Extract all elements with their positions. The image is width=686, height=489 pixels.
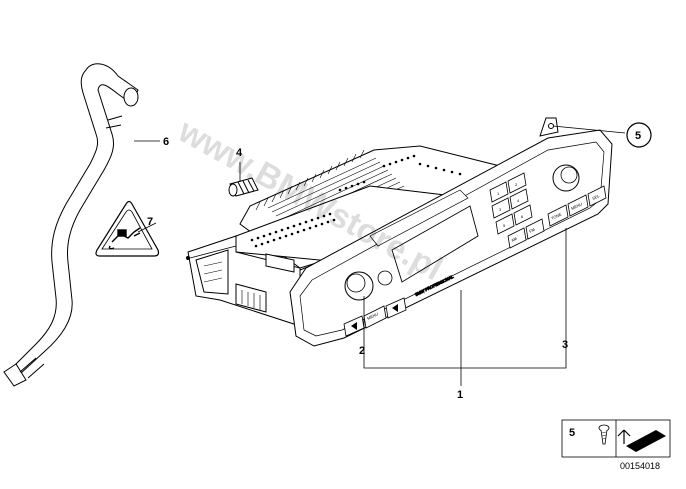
leader-7 bbox=[137, 222, 157, 233]
sel-button[interactable]: SEL bbox=[587, 185, 607, 207]
leader-5 bbox=[552, 125, 626, 134]
menu-right-label: MENU bbox=[570, 201, 583, 211]
preset-3-label: 3 bbox=[499, 207, 502, 212]
warning-label bbox=[95, 200, 160, 257]
tone-label: TONE bbox=[550, 211, 562, 220]
seek-right-button[interactable] bbox=[385, 297, 407, 319]
callout-5-circled: 5 bbox=[626, 122, 652, 148]
connector-piece bbox=[228, 177, 259, 197]
callout-2: 2 bbox=[359, 345, 365, 357]
arrow-right-icon bbox=[392, 304, 398, 312]
tone-button[interactable]: TONE bbox=[547, 204, 569, 227]
preset-1-button[interactable]: 1 bbox=[489, 181, 509, 203]
leader-lines bbox=[134, 125, 626, 386]
fm-label: FM bbox=[528, 227, 535, 234]
callout-7: 7 bbox=[147, 216, 153, 228]
display-window bbox=[391, 205, 479, 283]
preset-2-button[interactable]: 2 bbox=[507, 172, 527, 194]
preset-4-label: 4 bbox=[517, 198, 520, 203]
callout-6: 6 bbox=[163, 136, 169, 148]
preset-2-label: 2 bbox=[515, 182, 518, 187]
callout-5: 5 bbox=[635, 130, 641, 142]
menu-right-button[interactable]: MENU bbox=[567, 194, 589, 217]
leader-2-3-bracket bbox=[363, 296, 567, 369]
plug-icon bbox=[108, 227, 141, 250]
preset-buttons: 1 2 3 4 5 6 bbox=[489, 172, 533, 235]
antenna-cable bbox=[3, 63, 139, 387]
leader-dot bbox=[186, 256, 190, 260]
diagram-code: 00154018 bbox=[620, 461, 660, 471]
callout-1: 1 bbox=[457, 389, 463, 401]
vent-holes bbox=[250, 154, 462, 248]
preset-5-label: 5 bbox=[503, 223, 506, 228]
legend-number: 5 bbox=[569, 427, 575, 439]
am-button[interactable]: AM bbox=[507, 227, 527, 249]
preset-6-button[interactable]: 6 bbox=[513, 204, 533, 226]
legend-box: 5 00154018 bbox=[561, 419, 671, 471]
am-label: AM bbox=[510, 236, 518, 243]
screw-icon bbox=[598, 424, 610, 445]
callout-4: 4 bbox=[236, 147, 243, 159]
arrow-left-icon bbox=[351, 322, 357, 330]
preset-1-label: 1 bbox=[497, 191, 500, 196]
fm-button[interactable]: FM bbox=[525, 218, 545, 240]
radio-chassis bbox=[187, 145, 502, 327]
preset-6-label: 6 bbox=[521, 214, 524, 219]
tuning-knob[interactable] bbox=[552, 164, 580, 192]
callout-3: 3 bbox=[562, 339, 568, 351]
menu-left-label: MENU bbox=[366, 311, 379, 321]
callout-labels: 6 4 7 2 3 1 5 bbox=[147, 122, 652, 401]
preset-5-button[interactable]: 5 bbox=[495, 213, 515, 235]
menu-left-button[interactable]: MENU bbox=[363, 305, 387, 329]
preset-3-button[interactable]: 3 bbox=[491, 197, 511, 219]
leader-7b bbox=[189, 245, 237, 259]
sel-label: SEL bbox=[591, 193, 601, 201]
volume-knob[interactable] bbox=[344, 270, 393, 301]
assembly-arrow-icon bbox=[617, 429, 666, 452]
preset-4-button[interactable]: 4 bbox=[509, 188, 529, 210]
